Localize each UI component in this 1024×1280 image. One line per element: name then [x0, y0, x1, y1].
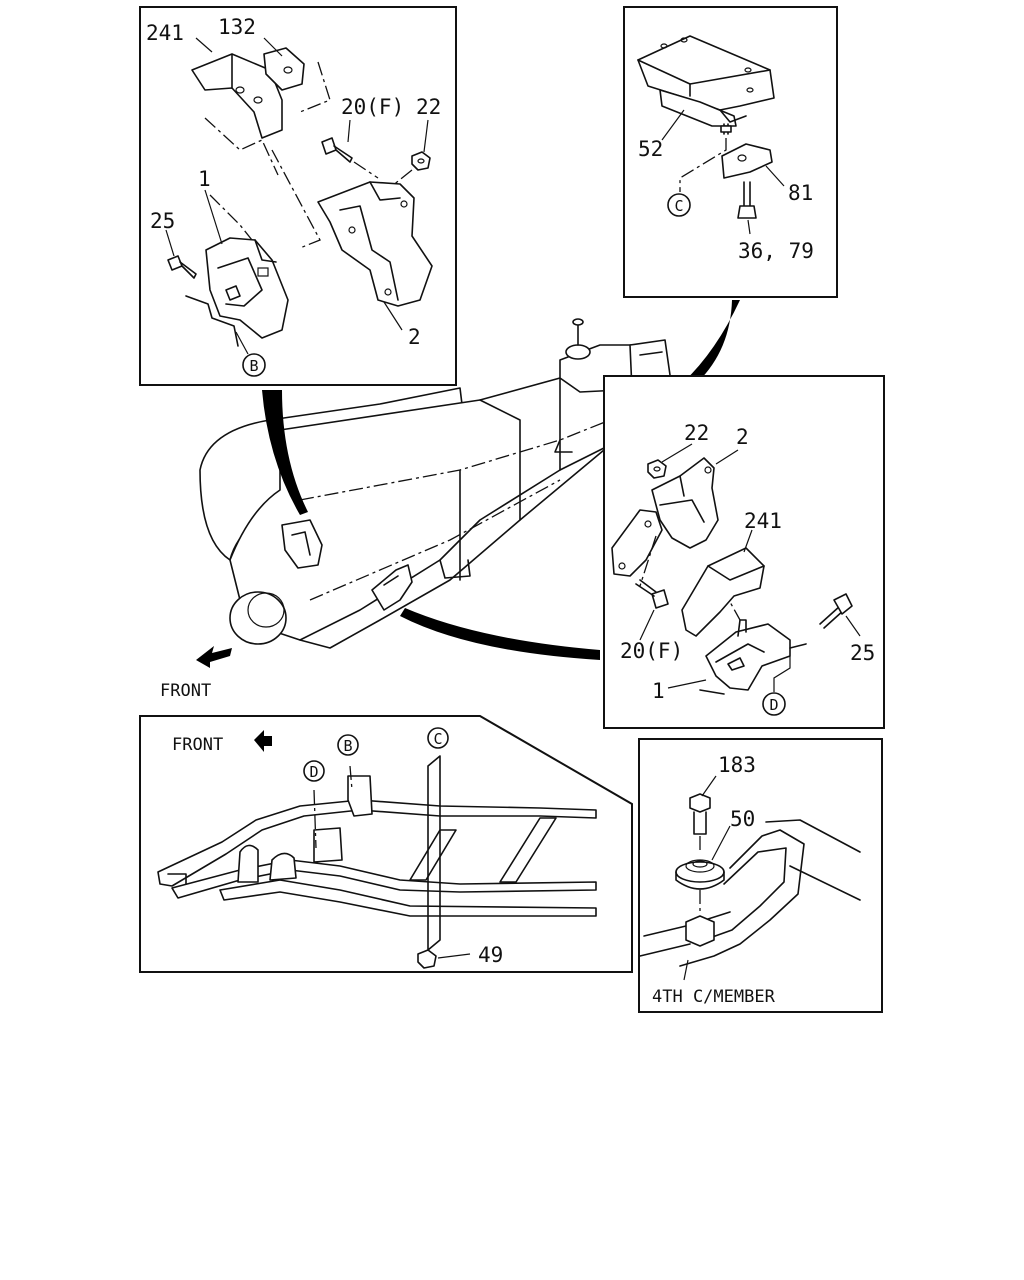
- detail-box-right: D 22 2 241 20(F) 25 1: [603, 375, 885, 729]
- front-arrow-main: FRONT: [160, 646, 232, 701]
- label-2-top: 2: [408, 325, 421, 349]
- label-36-79: 36, 79: [738, 239, 814, 263]
- front-label-frame: FRONT: [172, 735, 223, 755]
- transmission-assembly: [199, 318, 671, 649]
- callout-c-top: C: [674, 197, 683, 215]
- detail-box-top-left: B 241 132 20(F) 22 1 25 2: [139, 6, 457, 386]
- label-81: 81: [788, 181, 813, 205]
- label-2-right: 2: [736, 425, 749, 449]
- label-25-right: 25: [850, 641, 875, 665]
- front-label-main: FRONT: [160, 681, 211, 701]
- label-52: 52: [638, 137, 663, 161]
- label-22-right: 22: [684, 421, 709, 445]
- label-49: 49: [478, 943, 503, 967]
- detail-box-frame: FRONT B D C 49: [139, 715, 633, 973]
- callout-b-frame: B: [343, 737, 352, 755]
- pointer-arc-right: [400, 608, 600, 660]
- detail-box-crossmember: 183 50 4TH C/MEMBER: [638, 738, 883, 1013]
- label-241-right: 241: [744, 509, 782, 533]
- pointer-arc-top-left: [262, 390, 308, 515]
- label-241-top: 241: [146, 21, 184, 45]
- label-132: 132: [218, 15, 256, 39]
- front-arrow-frame: [254, 730, 272, 752]
- callout-c-frame: C: [433, 730, 442, 748]
- label-20f-right: 20(F): [620, 639, 683, 663]
- label-20f-top: 20(F): [341, 95, 404, 119]
- detail-box-top-right: C 52 81 36, 79: [623, 6, 838, 298]
- label-22-top: 22: [416, 95, 441, 119]
- label-25-top: 25: [150, 209, 175, 233]
- label-crossmember: 4TH C/MEMBER: [652, 987, 776, 1007]
- label-1-right: 1: [652, 679, 665, 703]
- callout-b-top: B: [249, 357, 258, 375]
- label-50: 50: [730, 807, 755, 831]
- callout-d-right: D: [769, 696, 778, 714]
- label-1-top: 1: [198, 167, 211, 191]
- callout-d-frame: D: [309, 763, 318, 781]
- label-183: 183: [718, 753, 756, 777]
